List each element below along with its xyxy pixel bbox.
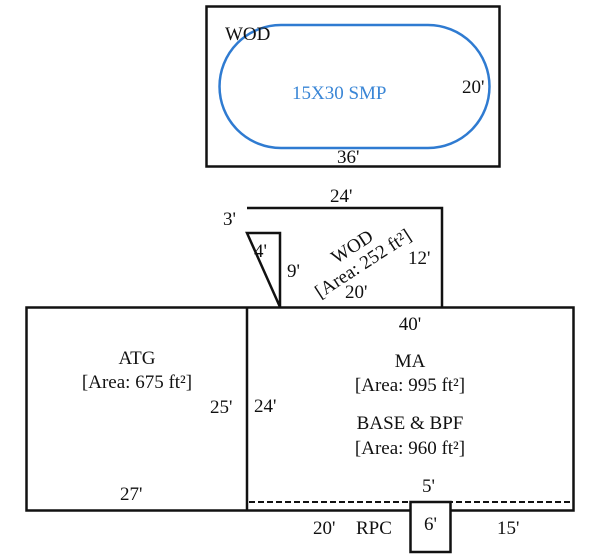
rpc-width-dim: 6' (424, 514, 437, 535)
pool-outline (218, 23, 491, 150)
pool-depth-dim: 20' (462, 77, 484, 98)
atg-title: ATG (119, 348, 156, 369)
wod-right-dim: 12' (408, 248, 430, 269)
ma-left-dim: 24' (254, 396, 276, 417)
ma-title: MA (395, 351, 426, 372)
pool-area-label: WOD (225, 24, 270, 45)
wod-notch-top-dim: 3' (223, 209, 236, 230)
wod-bottom-dim: 20' (345, 282, 367, 303)
ma-area: [Area: 995 ft²] (355, 375, 465, 396)
pool-area-outline (205, 5, 501, 168)
base-title: BASE & BPF (357, 413, 464, 434)
atg-area: [Area: 675 ft²] (82, 372, 192, 393)
atg-right-dim: 25' (210, 397, 232, 418)
ma-bottom-inner-dim: 5' (422, 476, 435, 497)
wod-left-dim: 9' (287, 261, 300, 282)
rpc-label: RPC (356, 518, 392, 539)
rpc-outline (409, 500, 452, 554)
wod-deck-outline (245, 206, 444, 308)
base-area: [Area: 960 ft²] (355, 438, 465, 459)
wod-top-dim: 24' (330, 186, 352, 207)
wod-notch-side-dim: 4' (254, 241, 267, 262)
atg-bottom-dim: 27' (120, 484, 142, 505)
rpc-left-dim: 20' (313, 518, 335, 539)
pool-name: 15X30 SMP (292, 83, 387, 104)
main-outline (25, 306, 575, 512)
rpc-right-dim: 15' (497, 518, 519, 539)
ma-top-dim: 40' (399, 314, 421, 335)
pool-width-dim: 36' (337, 147, 359, 168)
